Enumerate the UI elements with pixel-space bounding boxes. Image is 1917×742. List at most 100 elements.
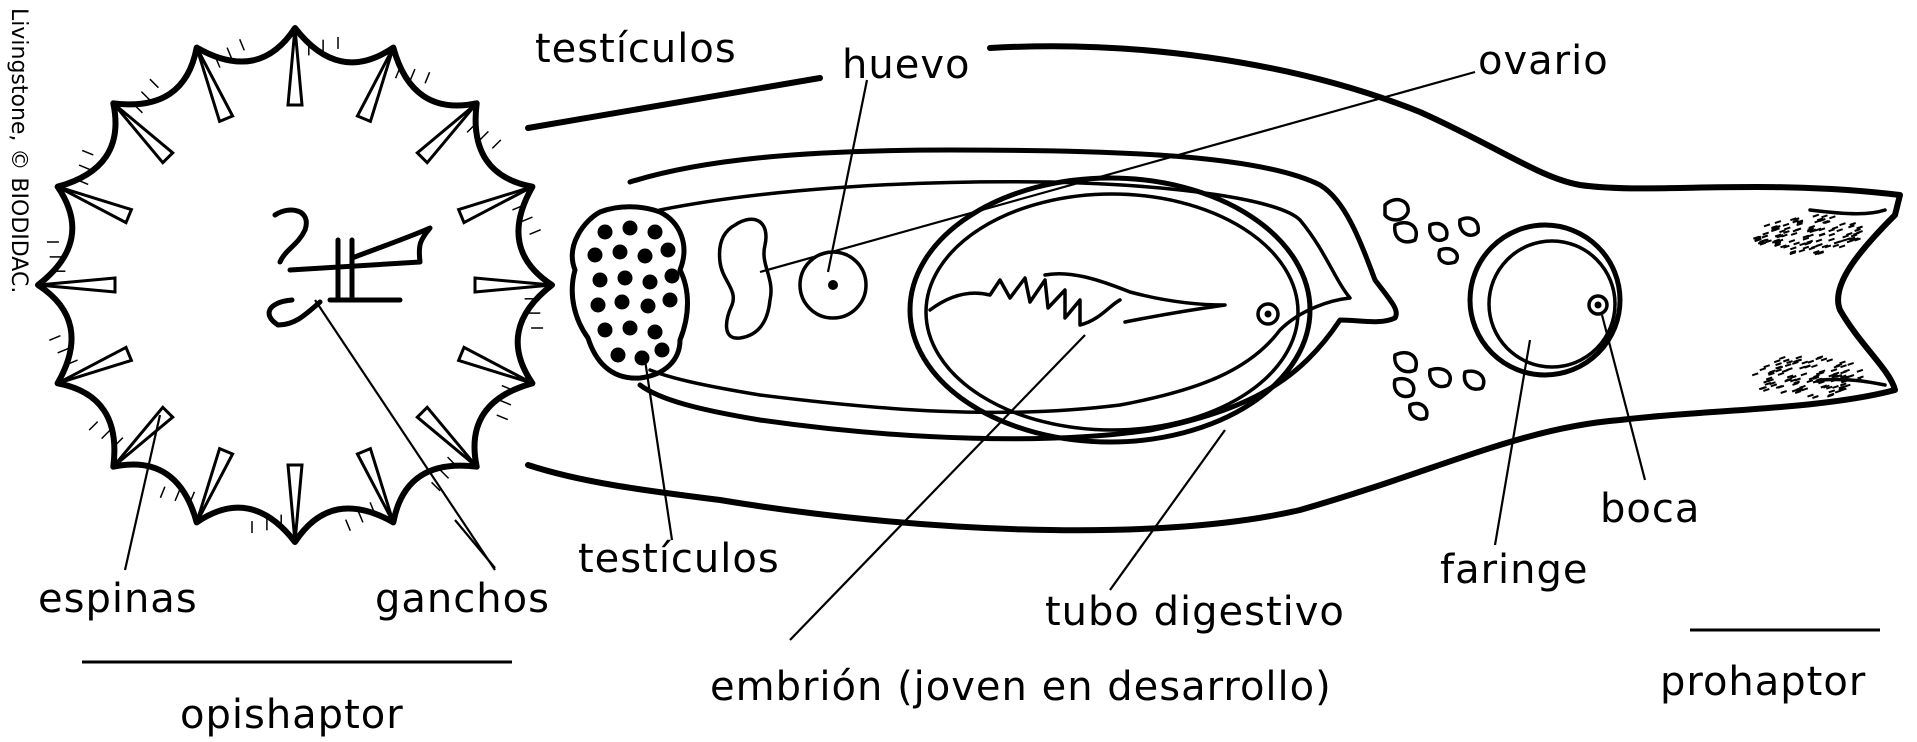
gland-stipple: [1803, 247, 1809, 249]
gland-stipple: [1760, 368, 1766, 370]
testis-dot: [593, 273, 608, 288]
testis-dot: [638, 249, 653, 264]
gland-stipple: [1837, 229, 1843, 231]
testis-dot: [643, 275, 658, 290]
spine-hatch: [500, 400, 511, 405]
gland-stipple: [1808, 361, 1814, 363]
gland-stipple: [1840, 361, 1846, 363]
gland-stipple: [1779, 357, 1785, 359]
gland-stipple: [1812, 396, 1818, 398]
label-ovario: ovario: [1478, 38, 1609, 84]
gland-stipple: [1799, 250, 1805, 252]
testis-dot: [618, 271, 633, 286]
testis-dot: [655, 343, 670, 358]
gland-stipple: [1857, 231, 1863, 233]
gland-stipple: [1792, 362, 1798, 364]
gland-stipple: [1844, 370, 1850, 372]
gland-stipple: [1795, 391, 1801, 393]
head-glands: [1752, 215, 1863, 398]
label-espinas: espinas: [38, 576, 198, 622]
testis-dot: [598, 323, 613, 338]
spine-hatch: [141, 92, 150, 101]
gland-stipple: [1833, 386, 1839, 388]
gland-stipple: [1802, 362, 1808, 364]
gland-stipple: [1829, 234, 1835, 236]
testis-dot: [661, 243, 676, 258]
testis-dots: [588, 221, 680, 366]
gland-stipple: [1796, 356, 1802, 358]
gland-stipple: [1850, 223, 1856, 225]
gland-stipple: [1811, 365, 1817, 367]
gland-stipple: [1774, 360, 1780, 362]
gland-stipple: [1829, 239, 1835, 241]
testis-dot: [641, 299, 656, 314]
gland-stipple: [1843, 235, 1849, 237]
testis-dot: [623, 221, 638, 236]
spine-hatch: [492, 140, 501, 149]
gland-stipple: [1809, 247, 1815, 249]
gland-stipple: [1841, 365, 1847, 367]
gland-stipple: [1764, 381, 1770, 383]
gland-stipple: [1808, 395, 1814, 397]
gland-stipple: [1790, 247, 1796, 249]
gland-stipple: [1829, 229, 1835, 231]
spine-hatch: [480, 131, 489, 140]
gland-stipple: [1764, 224, 1770, 226]
gland-stipple: [1789, 240, 1795, 242]
gland-stipple: [1764, 365, 1770, 367]
spine-hatch: [530, 230, 541, 235]
label-testiculos-top: testículos: [535, 26, 737, 72]
spine-hatch: [240, 39, 245, 50]
testis-dot: [615, 295, 630, 310]
gland-stipple: [1813, 215, 1819, 217]
gland-stipple: [1817, 356, 1823, 358]
spine-hatch: [89, 422, 98, 431]
gland-stipple: [1839, 240, 1845, 242]
espinas-group: [38, 28, 552, 542]
gland-stipple: [1807, 380, 1813, 382]
gland-stipple: [1769, 370, 1775, 372]
label-tubo-digestivo: tubo digestivo: [1045, 589, 1345, 635]
gland-stipple: [1801, 373, 1807, 375]
label-embrion: embrión (joven en desarrollo): [710, 664, 1332, 710]
gland-stipple: [1833, 373, 1839, 375]
gland-stipple: [1822, 215, 1828, 217]
gland-stipple: [1819, 234, 1825, 236]
gland-stipple: [1783, 224, 1789, 226]
label-prohaptor: prohaptor: [1660, 659, 1866, 705]
gland-stipple: [1833, 245, 1839, 247]
gland-stipple: [1840, 383, 1846, 385]
testis-dot: [611, 348, 626, 363]
gland-stipple: [1763, 233, 1769, 235]
gland-stipple: [1847, 240, 1853, 242]
label-ganchos: ganchos: [375, 576, 550, 622]
gland-stipple: [1834, 366, 1840, 368]
spine: [113, 407, 172, 466]
testis-dot: [648, 325, 663, 340]
gland-stipple: [1832, 227, 1838, 229]
gland-stipple: [1793, 229, 1799, 231]
gland-stipple: [1785, 364, 1791, 366]
gland-stipple: [1840, 223, 1846, 225]
gland-stipple: [1816, 240, 1822, 242]
gland-stipple: [1776, 363, 1782, 365]
anchor-hooks: [269, 210, 430, 325]
testis-dot: [598, 225, 613, 240]
worm-body: [528, 46, 1900, 530]
gland-stipple: [1848, 225, 1854, 227]
testis-dot: [663, 293, 678, 308]
gland-stipple: [1759, 240, 1765, 242]
spine-hatch: [82, 150, 93, 155]
spine-hatch: [410, 69, 415, 80]
testis-dot: [635, 351, 650, 366]
gland-stipple: [1829, 216, 1835, 218]
testis-dot: [613, 245, 628, 260]
gland-stipple: [1855, 229, 1861, 231]
opishaptor-disc: [38, 28, 552, 542]
gland-stipple: [1787, 361, 1793, 363]
spine-hatch: [175, 490, 180, 501]
gland-stipple: [1771, 384, 1777, 386]
gland-stipple: [1851, 235, 1857, 237]
spine: [417, 103, 476, 162]
